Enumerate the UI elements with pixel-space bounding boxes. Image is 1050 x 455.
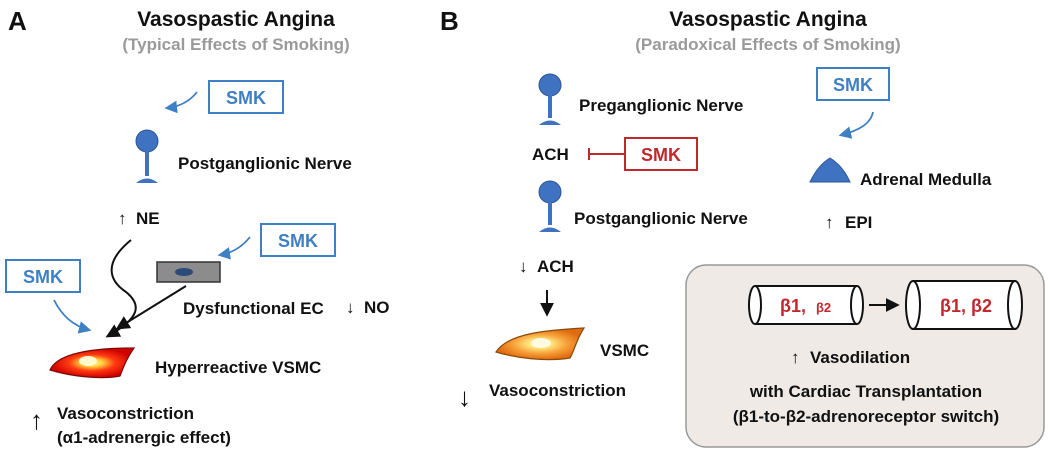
- vsmc-cell-icon: [49, 347, 136, 379]
- ach-decrease-label: ACH: [537, 257, 574, 276]
- smk-box-endothelium: SMK: [260, 223, 336, 257]
- ne-label: NE: [136, 209, 160, 228]
- epi-label: EPI: [845, 213, 872, 232]
- postganglionic-nerve-label: Postganglionic Nerve: [574, 209, 748, 228]
- panel-b-letter: B: [440, 6, 459, 36]
- ach-label: ACH: [532, 145, 569, 164]
- beta-pair-label: β1, β2: [940, 296, 992, 316]
- preganglionic-nerve-icon: [538, 73, 562, 125]
- vasoconstriction-label: Vasoconstriction: [489, 381, 626, 400]
- smk-label: SMK: [833, 75, 873, 95]
- cardiac-transplantation-label: with Cardiac Transplantation: [749, 382, 982, 401]
- panel-b-title: Vasospastic Angina: [669, 8, 867, 31]
- receptor-vessel-icon: β1, β2: [905, 280, 1023, 330]
- beta2-small-label: β2: [816, 300, 831, 315]
- down-arrow-icon: ↓: [458, 382, 471, 412]
- beta1-label: β1,: [780, 296, 806, 316]
- smk-box-vsmc: SMK: [5, 259, 81, 293]
- smk-box-postganglionic: SMK: [208, 80, 284, 114]
- smk-label: SMK: [23, 267, 63, 287]
- vsmc-cell-icon: [495, 327, 586, 361]
- postganglionic-nerve-label: Postganglionic Nerve: [178, 154, 352, 173]
- vsmc-label: VSMC: [600, 341, 649, 360]
- adrenal-medulla-icon: [809, 157, 851, 183]
- smk-box-inhibitor: SMK: [624, 137, 698, 171]
- smk-arrow: [164, 91, 198, 114]
- no-label: NO: [364, 298, 390, 317]
- transplantation-box: β1, β2 β1, β2 ↑ Vasodilation with Cardia…: [685, 264, 1045, 448]
- receptor-switch-label: (β1-to-β2-adrenoreceptor switch): [733, 407, 999, 426]
- adrenal-medulla-label: Adrenal Medulla: [860, 170, 992, 189]
- smk-box-adrenal: SMK: [816, 67, 890, 101]
- panel-b: B Vasospastic Angina (Paradoxical Effect…: [440, 6, 1045, 448]
- panel-b-subtitle: (Paradoxical Effects of Smoking): [635, 35, 900, 54]
- smk-label: SMK: [641, 145, 681, 165]
- down-arrow-icon: ↓: [519, 257, 528, 276]
- panel-a: A Vasospastic Angina (Typical Effects of…: [5, 6, 390, 447]
- dysfunctional-ec-label: Dysfunctional EC: [183, 299, 324, 318]
- smk-label: SMK: [226, 88, 266, 108]
- smk-arrow: [53, 299, 92, 334]
- smk-arrow: [217, 236, 251, 260]
- ne-pathway-arrow: [105, 239, 137, 338]
- alpha1-effect-label: (α1-adrenergic effect): [57, 428, 231, 447]
- smk-arrow: [838, 111, 874, 139]
- up-arrow-icon: ↑: [825, 213, 834, 232]
- panel-a-title: Vasospastic Angina: [137, 8, 335, 31]
- up-arrow-icon: ↑: [118, 209, 127, 228]
- vasoconstriction-label: Vasoconstriction: [57, 404, 194, 423]
- up-arrow-icon: ↑: [30, 405, 43, 435]
- hyperreactive-vsmc-label: Hyperreactive VSMC: [155, 358, 321, 377]
- nerve-icon: [135, 129, 159, 183]
- preganglionic-nerve-label: Preganglionic Nerve: [579, 96, 743, 115]
- postganglionic-nerve-icon: [538, 180, 562, 232]
- receptor-vessel-icon: β1, β2: [748, 285, 864, 325]
- up-arrow-icon: ↑: [791, 348, 800, 367]
- no-pathway-arrow: [115, 285, 187, 330]
- panel-a-subtitle: (Typical Effects of Smoking): [122, 35, 349, 54]
- panel-a-letter: A: [8, 6, 27, 36]
- down-arrow-icon: ↓: [346, 298, 355, 317]
- smk-label: SMK: [278, 231, 318, 251]
- vasodilation-label: Vasodilation: [810, 348, 910, 367]
- endothelial-cell-icon: [156, 261, 221, 283]
